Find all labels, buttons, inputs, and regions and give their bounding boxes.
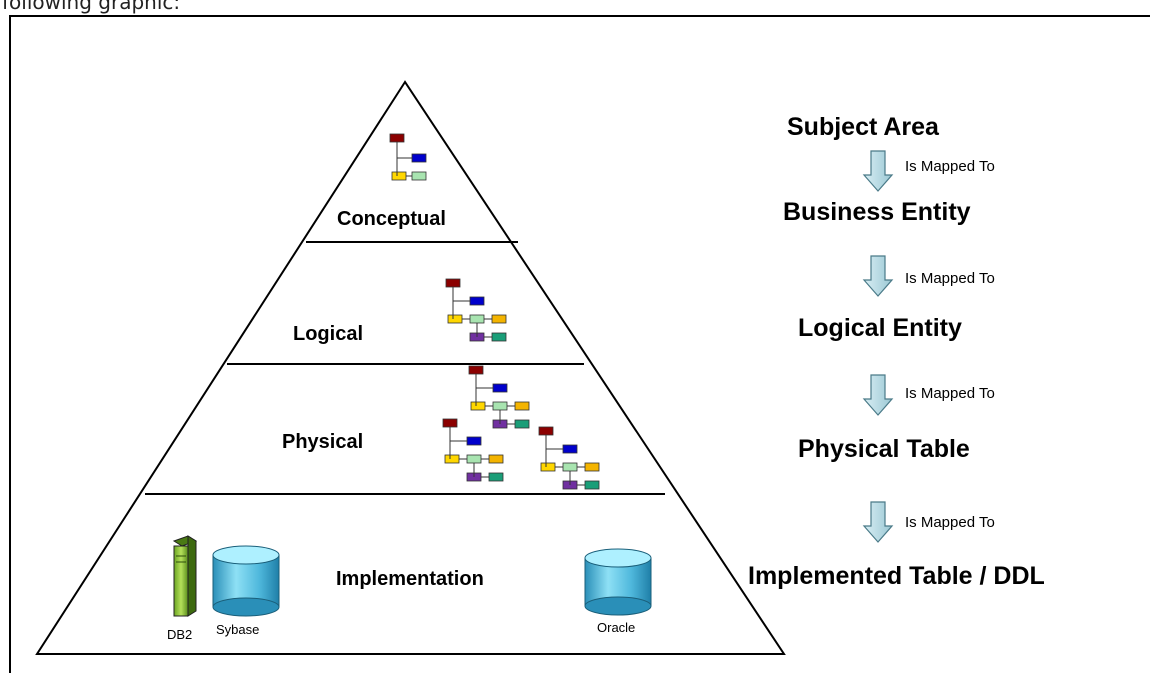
- mapping-arrow-label-4: Is Mapped To: [905, 514, 995, 531]
- mapping-arrow-label-1: Is Mapped To: [905, 158, 995, 175]
- down-arrow-icon-1: [863, 150, 893, 192]
- mapping-item-logical-entity: Logical Entity: [798, 314, 962, 342]
- level-label-implementation: Implementation: [336, 568, 484, 590]
- sybase-label: Sybase: [216, 622, 259, 637]
- level-label-conceptual: Conceptual: [337, 208, 446, 230]
- down-arrow-icon-4: [863, 501, 893, 543]
- intro-text: following graphic:: [2, 0, 181, 14]
- mapping-item-implemented-table-ddl: Implemented Table / DDL: [748, 562, 1045, 590]
- level-label-logical: Logical: [293, 323, 363, 345]
- mapping-item-business-entity: Business Entity: [783, 198, 971, 226]
- mapping-arrow-label-3: Is Mapped To: [905, 385, 995, 402]
- mapping-item-physical-table: Physical Table: [798, 435, 970, 463]
- mapping-item-subject-area: Subject Area: [787, 113, 940, 141]
- down-arrow-icon-2: [863, 255, 893, 297]
- figure-frame: [9, 15, 1150, 673]
- oracle-database-icon: [584, 548, 652, 616]
- oracle-label: Oracle: [597, 620, 635, 635]
- mapping-arrow-label-2: Is Mapped To: [905, 270, 995, 287]
- pyramid-outline: [35, 80, 786, 655]
- db2-label: DB2: [167, 627, 192, 642]
- db2-server-icon: [172, 535, 198, 617]
- level-label-physical: Physical: [282, 431, 363, 453]
- sybase-database-icon: [212, 545, 280, 617]
- down-arrow-icon-3: [863, 374, 893, 416]
